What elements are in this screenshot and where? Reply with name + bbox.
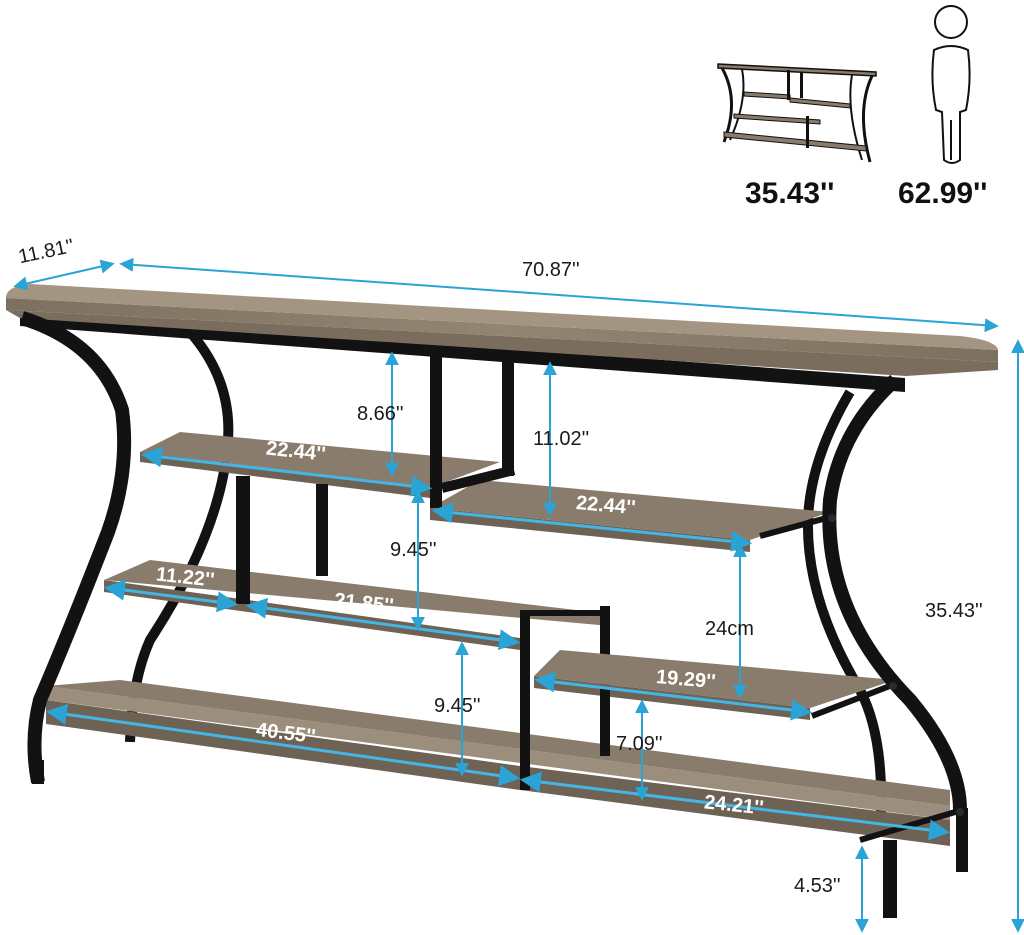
shelf1-right-label: 22.44'' <box>575 492 636 519</box>
shelf3-right-label: 19.29'' <box>655 666 716 693</box>
table-height-label: 35.43'' <box>745 177 834 210</box>
gap-cm-label: 24cm <box>705 618 754 640</box>
middle-gap-label: 9.45'' <box>390 539 437 561</box>
shelf2-small-label: 11.22'' <box>155 564 215 592</box>
depth-label: 11.81'' <box>16 235 76 268</box>
person-height-label: 62.99'' <box>898 177 987 210</box>
console-table <box>6 284 998 918</box>
person-icon <box>931 5 971 164</box>
shelf-width-markers <box>45 446 951 841</box>
small-gap-label: 7.09'' <box>616 733 663 755</box>
height-label: 35.43'' <box>925 600 983 622</box>
top-gap-right-label: 11.02'' <box>533 428 589 450</box>
floor-clearance-label: 4.53'' <box>794 875 841 897</box>
console-table-icon <box>717 63 877 163</box>
dimension-arrows <box>13 257 1024 933</box>
width-label: 70.87'' <box>522 259 580 281</box>
top-gap-left-label: 8.66'' <box>357 403 404 425</box>
lower-gap-label: 9.45'' <box>434 695 481 717</box>
bottom-right-label: 24.21'' <box>703 791 765 819</box>
